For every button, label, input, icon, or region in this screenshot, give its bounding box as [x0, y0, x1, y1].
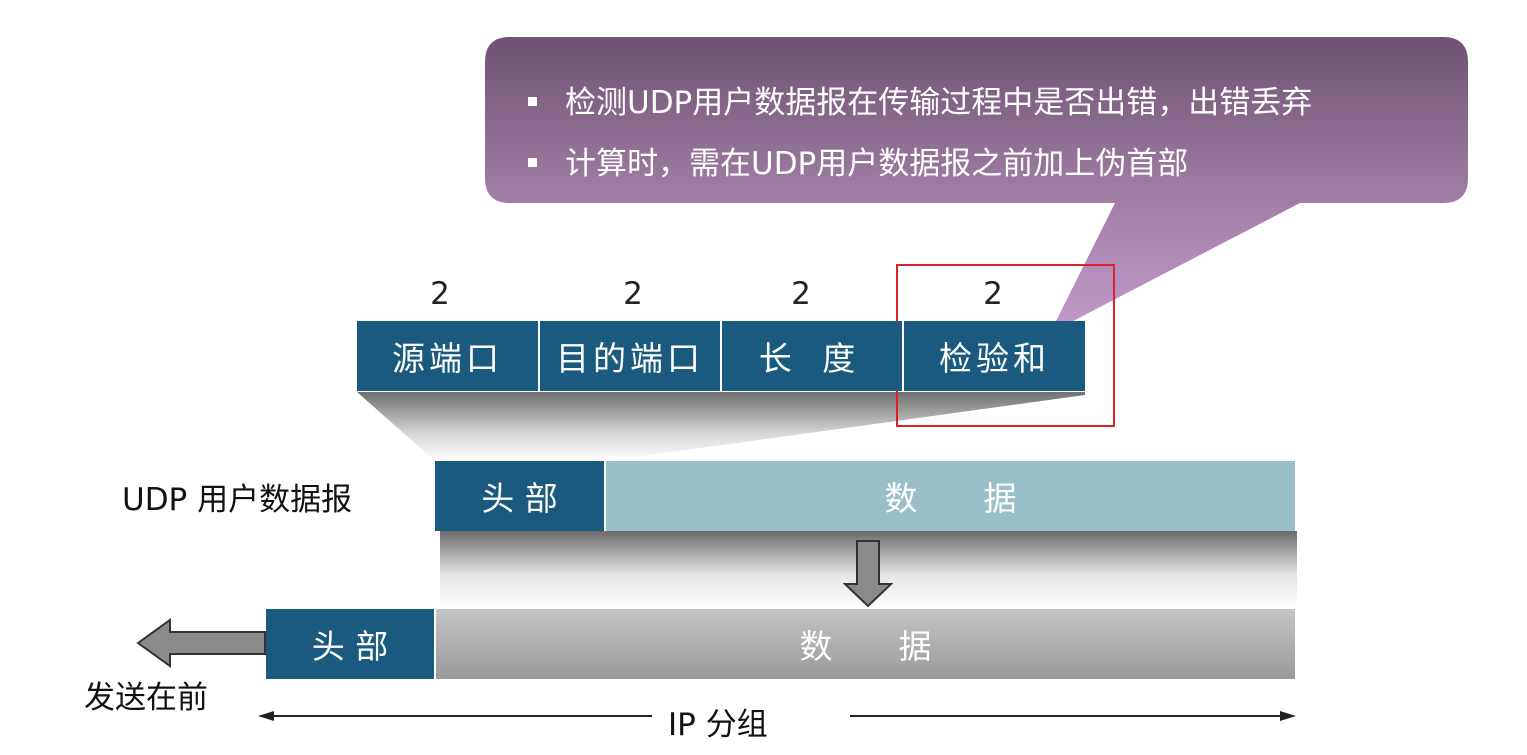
field-size-label: 2: [791, 276, 811, 312]
field-dest-port: 目的端口: [540, 321, 720, 391]
span-arrow-right-icon: [1280, 711, 1296, 721]
callout-line-2: 计算时，需在UDP用户数据报之前加上伪首部: [528, 138, 1188, 183]
ip-packet-span-label: IP 分组: [668, 707, 768, 743]
left-arrow-icon: [136, 618, 266, 668]
field-length: 长 度: [722, 321, 902, 391]
send-first-label: 发送在前: [84, 680, 208, 716]
bullet-icon: [528, 158, 537, 167]
field-size-label: 2: [983, 276, 1003, 312]
ip-header-block: 头 部: [266, 609, 434, 679]
callout-line-1: 检测UDP用户数据报在传输过程中是否出错，出错丢弃: [528, 77, 1312, 122]
field-size-label: 2: [623, 276, 643, 312]
ip-data-block: 数 据: [436, 609, 1295, 679]
udp-data-block: 数 据: [606, 461, 1295, 531]
down-arrow-icon: [842, 540, 894, 608]
span-arrow-left-icon: [258, 711, 274, 721]
udp-header-block: 头 部: [435, 461, 604, 531]
field-size-label: 2: [430, 276, 450, 312]
header-expand-funnel: [357, 392, 1085, 461]
field-source-port: 源端口: [357, 321, 538, 391]
callout-bubble: [485, 37, 1468, 333]
field-checksum: 检验和: [904, 321, 1085, 391]
bullet-icon: [528, 97, 537, 106]
udp-datagram-label: UDP 用户数据报: [122, 482, 353, 518]
